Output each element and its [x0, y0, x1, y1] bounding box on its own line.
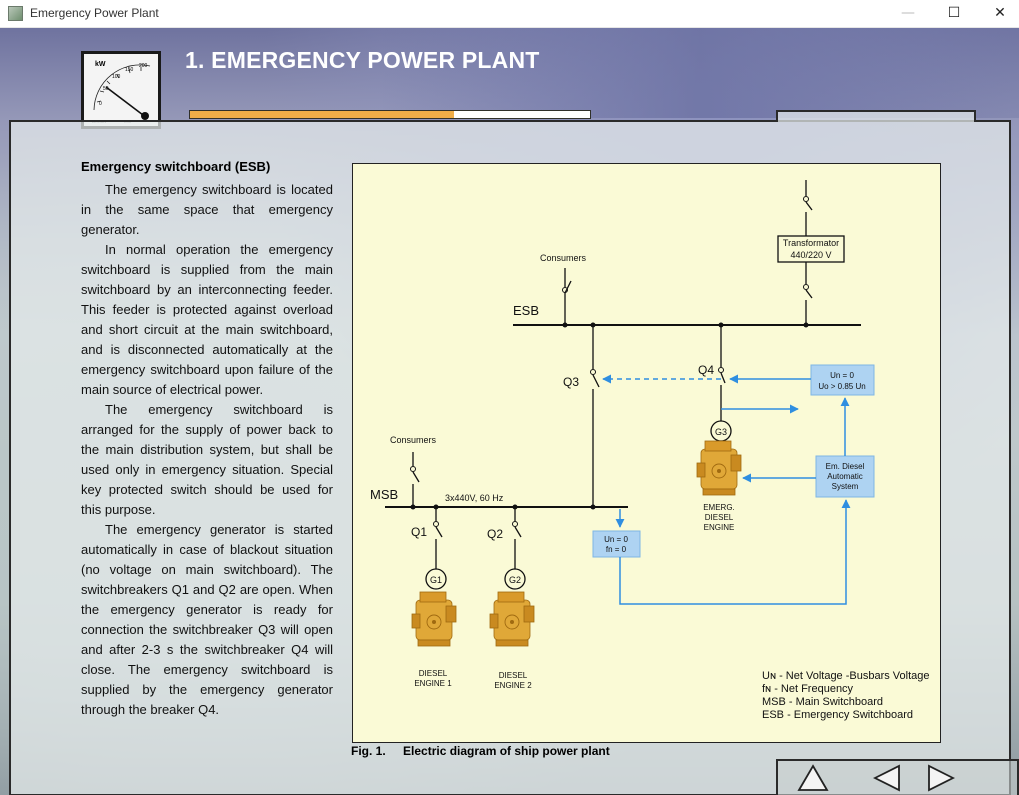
consumers-left-label: Consumers [390, 435, 437, 445]
electric-diagram: ESB Consumers Transformator 440/220 V [352, 163, 941, 743]
back-arrow-icon[interactable] [870, 763, 904, 793]
frame-tab [776, 110, 976, 122]
meter-tick: 200 [139, 63, 148, 69]
legend-item: Uɴ - Net Voltage -Busbars Voltage [762, 670, 930, 682]
q1-label: Q1 [411, 525, 427, 539]
engine1-label: ENGINE 1 [414, 679, 452, 688]
paragraph: The emergency switchboard is located in … [81, 182, 333, 237]
meter-tick: 150 [125, 67, 134, 73]
fn-box-line: Un = 0 [604, 535, 628, 544]
emerg-engine-label: DIESEL [705, 513, 734, 522]
emerg-engine-label: EMERG. [703, 503, 735, 512]
transformator-voltage: 440/220 V [790, 250, 831, 260]
legend-item: fɴ - Net Frequency [762, 683, 854, 695]
figure-title: Electric diagram of ship power plant [403, 744, 610, 758]
window-title: Emergency Power Plant [30, 6, 159, 20]
page-title: 1. EMERGENCY POWER PLANT [185, 47, 540, 73]
close-button[interactable]: ✕ [994, 5, 1006, 21]
un-box-line: Un = 0 [830, 371, 854, 380]
bus-rating-label: 3x440V, 60 Hz [445, 493, 504, 503]
window-titlebar: Emergency Power Plant — ☐ ✕ [0, 0, 1019, 28]
figure-label: Fig. 1. [351, 744, 386, 758]
section-heading: Emergency switchboard (ESB) [81, 159, 271, 174]
em-box-line: System [832, 482, 859, 491]
q2-label: Q2 [487, 527, 503, 541]
em-box-line: Automatic [827, 472, 863, 481]
engine2-label: ENGINE 2 [494, 681, 532, 690]
meter-unit: kW [95, 61, 106, 68]
un-box-line: Uo > 0.85 Un [818, 382, 865, 391]
q4-label: Q4 [698, 363, 714, 377]
diesel-engine-2-icon [489, 591, 535, 647]
msb-label: MSB [370, 487, 398, 502]
meter-tick: 50 [103, 86, 109, 92]
meter-tick: 0 [99, 101, 102, 107]
q3-label: Q3 [563, 375, 579, 389]
engine1-label: DIESEL [419, 669, 448, 678]
legend-item: MSB - Main Switchboard [762, 696, 883, 708]
app-icon [8, 6, 23, 21]
transformator-label: Transformator [783, 238, 839, 248]
legend-item: ESB - Emergency Switchboard [762, 709, 913, 721]
fn-box-line: fn = 0 [606, 545, 627, 554]
paragraph: The emergency generator is started autom… [81, 522, 333, 717]
minimize-button[interactable]: — [901, 5, 915, 21]
g2-label: G2 [509, 575, 521, 585]
meter-tick: 100 [112, 74, 121, 80]
app-canvas: kW 0 50 100 150 200 ELTRON RXX 1. EMERGE… [0, 28, 1019, 795]
g1-label: G1 [430, 575, 442, 585]
up-arrow-icon[interactable] [796, 763, 830, 793]
esb-label: ESB [513, 303, 539, 318]
em-box-line: Em. Diesel [826, 462, 865, 471]
paragraph: In normal operation the emergency switch… [81, 242, 333, 397]
consumers-top-label: Consumers [540, 253, 587, 263]
kw-meter-icon: kW 0 50 100 150 200 ELTRON RXX [81, 51, 161, 129]
engine2-label: DIESEL [499, 671, 528, 680]
figure-caption: Fig. 1. Electric diagram of ship power p… [351, 744, 610, 758]
paragraph: The emergency switchboard is arranged fo… [81, 402, 333, 517]
next-arrow-icon[interactable] [924, 763, 958, 793]
emergency-diesel-engine-icon [696, 440, 742, 496]
progress-bar [189, 110, 591, 119]
emerg-engine-label: ENGINE [704, 523, 735, 532]
text-column: Emergency switchboard (ESB) The emergenc… [81, 157, 333, 720]
g3-label: G3 [715, 427, 727, 437]
progress-fill [190, 111, 454, 118]
maximize-button[interactable]: ☐ [947, 5, 961, 21]
diesel-engine-1-icon [411, 591, 457, 647]
